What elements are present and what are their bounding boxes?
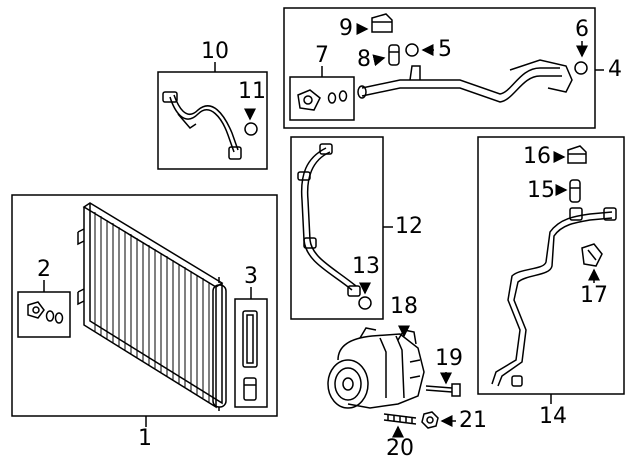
callout-16[interactable]: 16 [523,144,551,169]
callout-19[interactable]: 19 [435,346,463,371]
o-ring-6[interactable] [574,61,588,75]
service-valve-15[interactable] [569,179,581,203]
dryer-kit-3-parts[interactable] [242,310,258,401]
callout-10[interactable]: 10 [201,39,229,64]
bolt-19[interactable] [425,383,461,397]
suction-pipe-drawing[interactable] [357,59,573,103]
callout-17[interactable]: 17 [580,283,608,308]
callout-2[interactable]: 2 [37,257,51,282]
fitting-kit-2-parts[interactable] [27,301,64,324]
discharge-hose-drawing[interactable] [162,91,242,160]
callout-21[interactable]: 21 [459,408,487,433]
callout-15[interactable]: 15 [527,178,555,203]
callout-7[interactable]: 7 [315,43,329,68]
callout-13[interactable]: 13 [352,254,380,279]
pressure-switch-17[interactable] [581,243,603,267]
compressor-drawing[interactable] [327,327,425,409]
suction-pipe-box-4[interactable] [283,7,596,129]
callout-8[interactable]: 8 [357,47,371,72]
service-valve-8[interactable] [388,44,400,66]
condenser-fins[interactable] [94,212,210,402]
liquid-line-box-12[interactable] [290,136,384,320]
callout-20[interactable]: 20 [386,436,414,461]
callout-11[interactable]: 11 [238,79,266,104]
o-ring-5[interactable] [405,43,419,57]
callout-18[interactable]: 18 [390,294,418,319]
callout-12[interactable]: 12 [395,214,423,239]
callout-3[interactable]: 3 [244,264,258,289]
callout-6[interactable]: 6 [575,17,589,42]
callout-5[interactable]: 5 [438,37,452,62]
liquid-line-drawing[interactable] [297,143,361,297]
pressure-line-drawing[interactable] [491,207,617,387]
callout-1[interactable]: 1 [138,426,152,451]
callout-4[interactable]: 4 [608,57,622,82]
condenser-box[interactable] [11,194,278,417]
stud-20[interactable] [383,413,417,425]
o-ring-13[interactable] [358,296,372,310]
fitting-kit-box-7[interactable] [289,76,355,121]
callout-9[interactable]: 9 [339,16,353,41]
o-ring-11[interactable] [244,122,258,136]
condenser-drawing[interactable] [77,202,227,411]
callout-14[interactable]: 14 [539,404,567,429]
pressure-line-box-14[interactable] [477,136,625,395]
hose-box-10[interactable] [157,71,268,170]
cap-9[interactable] [371,13,393,33]
nut-21[interactable] [421,411,439,429]
fitting-kit-7-parts[interactable] [297,89,348,111]
cap-16[interactable] [567,145,587,164]
